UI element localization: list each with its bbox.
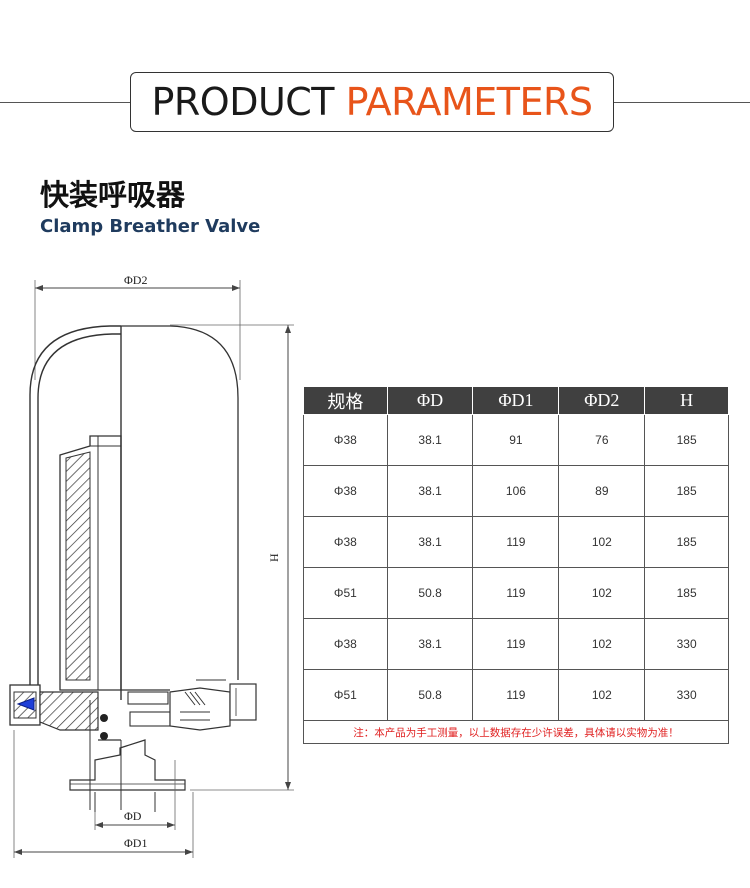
table-row: Φ38 38.1 119 102 185 [303,516,729,568]
cell-d: 38.1 [386,618,474,670]
inner-body [59,435,122,691]
cell-h: 185 [644,465,729,517]
page-title: PRODUCT PARAMETERS [151,80,593,124]
col-header-spec: 规格 [303,386,388,415]
table-row: Φ51 50.8 119 102 185 [303,567,729,619]
cell-d1: 119 [472,516,560,568]
cell-d2: 89 [558,465,646,517]
col-header-d: ΦD [386,386,474,415]
cell-spec: Φ38 [303,516,388,568]
label-d2: ΦD2 [124,273,147,287]
cell-h: 185 [644,414,729,466]
cell-d1: 106 [472,465,560,517]
cell-spec: Φ51 [303,669,388,721]
product-title-en: Clamp Breather Valve [40,216,261,237]
col-header-h: H [644,386,729,415]
table-row: Φ51 50.8 119 102 330 [303,669,729,721]
cell-d: 50.8 [386,669,474,721]
valve-blue-marker [16,697,35,711]
dimension-d: ΦD [94,760,176,830]
cell-d1: 91 [472,414,560,466]
cell-spec: Φ38 [303,618,388,670]
dimension-d2: ΦD2 [34,273,241,380]
cell-d: 38.1 [386,516,474,568]
cell-d1: 119 [472,669,560,721]
col-header-d2: ΦD2 [558,386,646,415]
product-title-cn: 快装呼吸器 [40,178,186,212]
cell-spec: Φ38 [303,465,388,517]
col-header-d1: ΦD1 [472,386,560,415]
header-line-left [0,102,130,103]
technical-drawing: ΦD2 [9,273,294,858]
cell-d1: 119 [472,567,560,619]
measurement-note: 注：本产品为手工测量，以上数据存在少许误差，具体请以实物为准！ [303,720,729,744]
parameter-table: 规格 ΦD ΦD1 ΦD2 H Φ38 38.1 91 76 185 Φ38 3… [303,386,729,744]
table-note-row: 注：本产品为手工测量，以上数据存在少许误差，具体请以实物为准！ [303,720,729,744]
header-title-box: PRODUCT PARAMETERS [130,72,614,132]
relief-fitting [121,679,257,731]
cell-d1: 119 [472,618,560,670]
dimension-d1: ΦD1 [13,730,194,858]
cell-spec: Φ38 [303,414,388,466]
dimension-h: H [170,324,294,791]
valve-base [9,684,186,812]
cell-d: 38.1 [386,465,474,517]
cell-h: 185 [644,567,729,619]
dome-cover [29,325,239,700]
header-line-right [614,102,750,103]
cell-d: 38.1 [386,414,474,466]
label-h: H [267,553,281,562]
table-row: Φ38 38.1 106 89 185 [303,465,729,517]
cell-d2: 102 [558,618,646,670]
cell-h: 330 [644,618,729,670]
cell-h: 185 [644,516,729,568]
cell-h: 330 [644,669,729,721]
label-d1: ΦD1 [124,836,147,850]
cell-d2: 76 [558,414,646,466]
cell-d2: 102 [558,516,646,568]
cell-d2: 102 [558,567,646,619]
title-word-product: PRODUCT [151,80,335,124]
table-row: Φ38 38.1 91 76 185 [303,414,729,466]
cell-spec: Φ51 [303,567,388,619]
label-d: ΦD [124,809,142,823]
cell-d2: 102 [558,669,646,721]
table-row: Φ38 38.1 119 102 330 [303,618,729,670]
table-header-row: 规格 ΦD ΦD1 ΦD2 H [303,386,729,415]
title-word-parameters: PARAMETERS [345,80,593,124]
cell-d: 50.8 [386,567,474,619]
